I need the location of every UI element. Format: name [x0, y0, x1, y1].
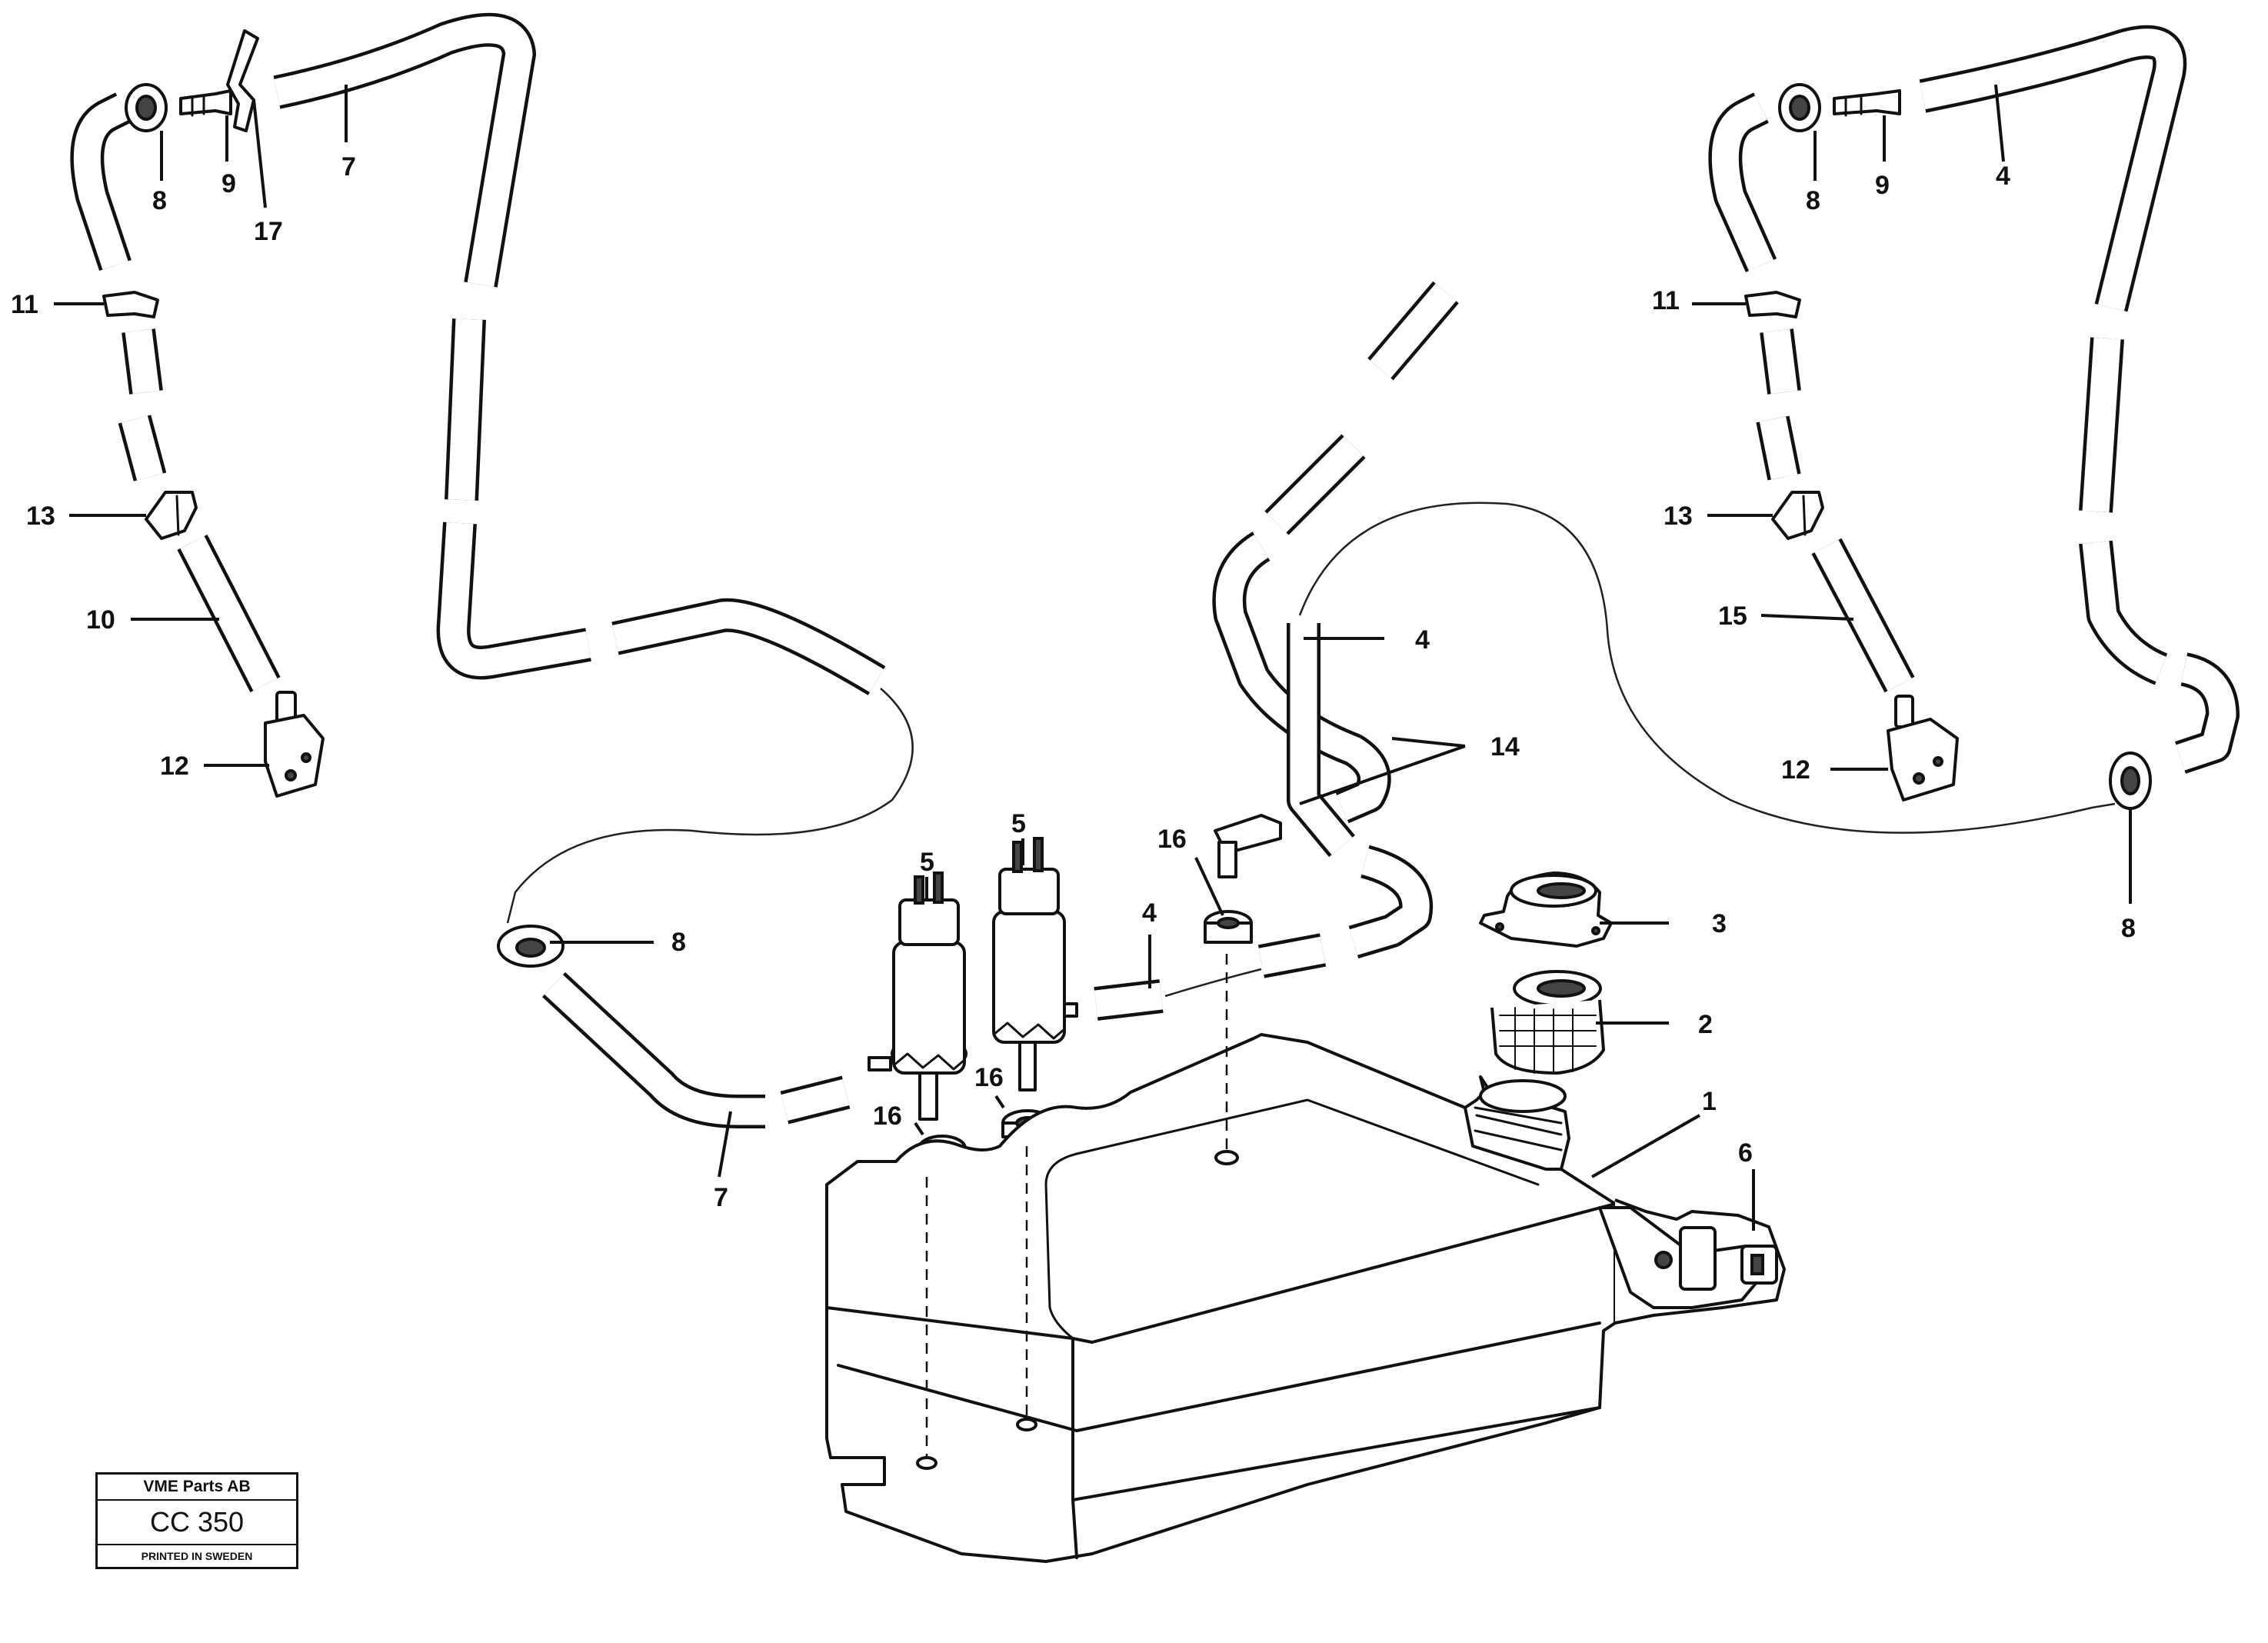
- routing-line-mid: [1164, 968, 1262, 998]
- callout-13: 13: [26, 502, 55, 531]
- title-stamp: VME Parts AB CC 350 PRINTED IN SWEDEN: [95, 1472, 298, 1569]
- pump-5-b: [992, 837, 1078, 1091]
- hose-clip-11-right: [1744, 291, 1801, 318]
- callout-8: 8: [671, 928, 686, 957]
- callout-8: 8: [152, 186, 167, 215]
- callout-16: 16: [1157, 825, 1187, 854]
- callout-14: 14: [1490, 732, 1520, 762]
- right-nozzle-hose-assembly: [1708, 25, 2240, 774]
- right-connector-9: [1833, 89, 1901, 117]
- stamp-code: CC 350: [98, 1501, 296, 1545]
- hose-4-mid: [1094, 979, 1164, 1021]
- callout-8: 8: [1806, 186, 1820, 215]
- filler-cap-3: [1479, 871, 1613, 948]
- left-nozzle-hose-assembly: [70, 92, 281, 693]
- callout-17: 17: [254, 217, 283, 246]
- callout-4: 4: [1142, 898, 1157, 928]
- filler-neck: [1464, 1075, 1570, 1171]
- callout-7: 7: [714, 1183, 728, 1212]
- mounting-strap-6: [1598, 1198, 1786, 1325]
- callout-3: 3: [1712, 909, 1727, 938]
- routing-line-left: [506, 688, 914, 924]
- callout-8: 8: [2121, 914, 2136, 943]
- callout-11: 11: [11, 290, 38, 319]
- callout-5: 5: [1011, 809, 1026, 838]
- hose-7-bottom: [542, 971, 851, 1128]
- callout-4: 4: [1415, 625, 1430, 655]
- nozzle-12-right: [1887, 695, 1959, 802]
- leader-lines: [54, 84, 2132, 1231]
- callout-9: 9: [221, 169, 236, 198]
- callout-16: 16: [873, 1101, 902, 1131]
- left-connector-9: [179, 89, 232, 117]
- routing-line-right: [1298, 502, 2116, 834]
- grommet-8-right: [2109, 752, 2152, 810]
- strainer-2: [1490, 970, 1605, 1075]
- callout-labels: 8 9 17 7 11 13 10 12 8 7 5 5 16 16 16 4 …: [11, 152, 2136, 1212]
- callout-9: 9: [1875, 171, 1890, 200]
- holder-13-right: [1771, 491, 1824, 540]
- callout-12: 12: [160, 752, 189, 781]
- pump-5-a: [868, 871, 967, 1121]
- stamp-printed: PRINTED IN SWEDEN: [141, 1550, 253, 1562]
- callout-10: 10: [86, 605, 115, 635]
- callout-5: 5: [920, 848, 934, 877]
- clip-17: [226, 29, 259, 132]
- callout-7: 7: [341, 152, 356, 182]
- callout-2: 2: [1698, 1010, 1713, 1039]
- callout-12: 12: [1781, 755, 1810, 785]
- riser-hoses-14: [1212, 281, 1459, 959]
- long-hose-7-top: [273, 12, 886, 695]
- holder-13-left: [145, 491, 198, 540]
- grommet-16-c: [1204, 910, 1253, 944]
- washer-tank-1: [825, 954, 1617, 1563]
- callout-13: 13: [1664, 502, 1693, 531]
- left-grommet-8: [125, 83, 168, 132]
- hose-clip-11-left: [102, 291, 159, 318]
- elbow-16-connector: [1214, 814, 1282, 878]
- callout-1: 1: [1702, 1087, 1717, 1116]
- stamp-company: VME Parts AB: [98, 1475, 296, 1501]
- callout-11: 11: [1652, 286, 1680, 315]
- nozzle-12-left: [264, 691, 325, 798]
- callout-15: 15: [1718, 602, 1747, 631]
- right-grommet-8-top: [1778, 83, 1821, 132]
- callout-6: 6: [1738, 1138, 1753, 1168]
- callout-16: 16: [974, 1063, 1004, 1092]
- callout-4: 4: [1996, 162, 2010, 191]
- grommet-8-mid: [497, 925, 565, 968]
